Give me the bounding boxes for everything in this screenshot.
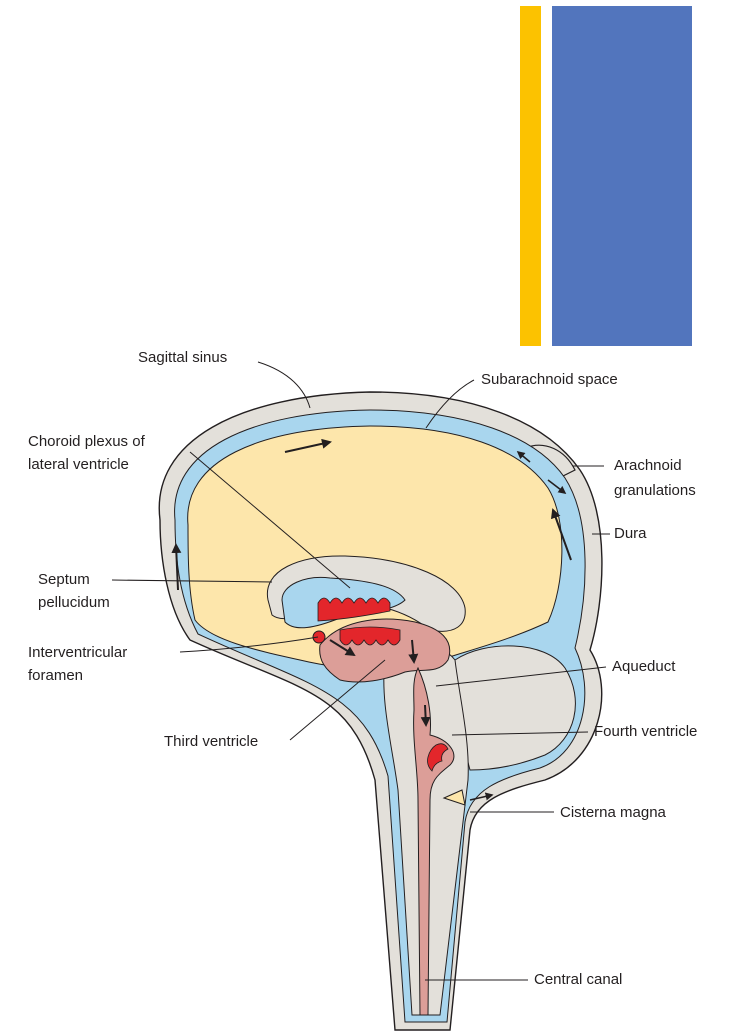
label-septum-line1: Septum [38,570,90,589]
label-subarachnoid-space: Subarachnoid space [481,370,618,389]
label-fourth-ventricle: Fourth ventricle [594,722,697,741]
label-interventricular-line2: foramen [28,666,83,685]
label-aqueduct: Aqueduct [612,657,675,676]
label-central-canal: Central canal [534,970,622,989]
interventricular-foramen-marker [313,631,325,643]
label-septum-line2: pellucidum [38,593,110,612]
label-dura: Dura [614,524,647,543]
label-choroid-plexus-line2: lateral ventricle [28,455,129,474]
label-interventricular-line1: Interventricular [28,643,127,662]
label-arachnoid-line1: Arachnoid [614,456,682,475]
label-arachnoid-line2: granulations [614,481,696,500]
choroid-plexus-third [340,627,400,645]
label-third-ventricle: Third ventricle [164,732,258,751]
label-choroid-plexus-line1: Choroid plexus of [28,432,145,451]
label-sagittal-sinus: Sagittal sinus [138,348,227,367]
flow-arrow-canal [425,705,426,725]
label-cisterna-magna: Cisterna magna [560,803,666,822]
